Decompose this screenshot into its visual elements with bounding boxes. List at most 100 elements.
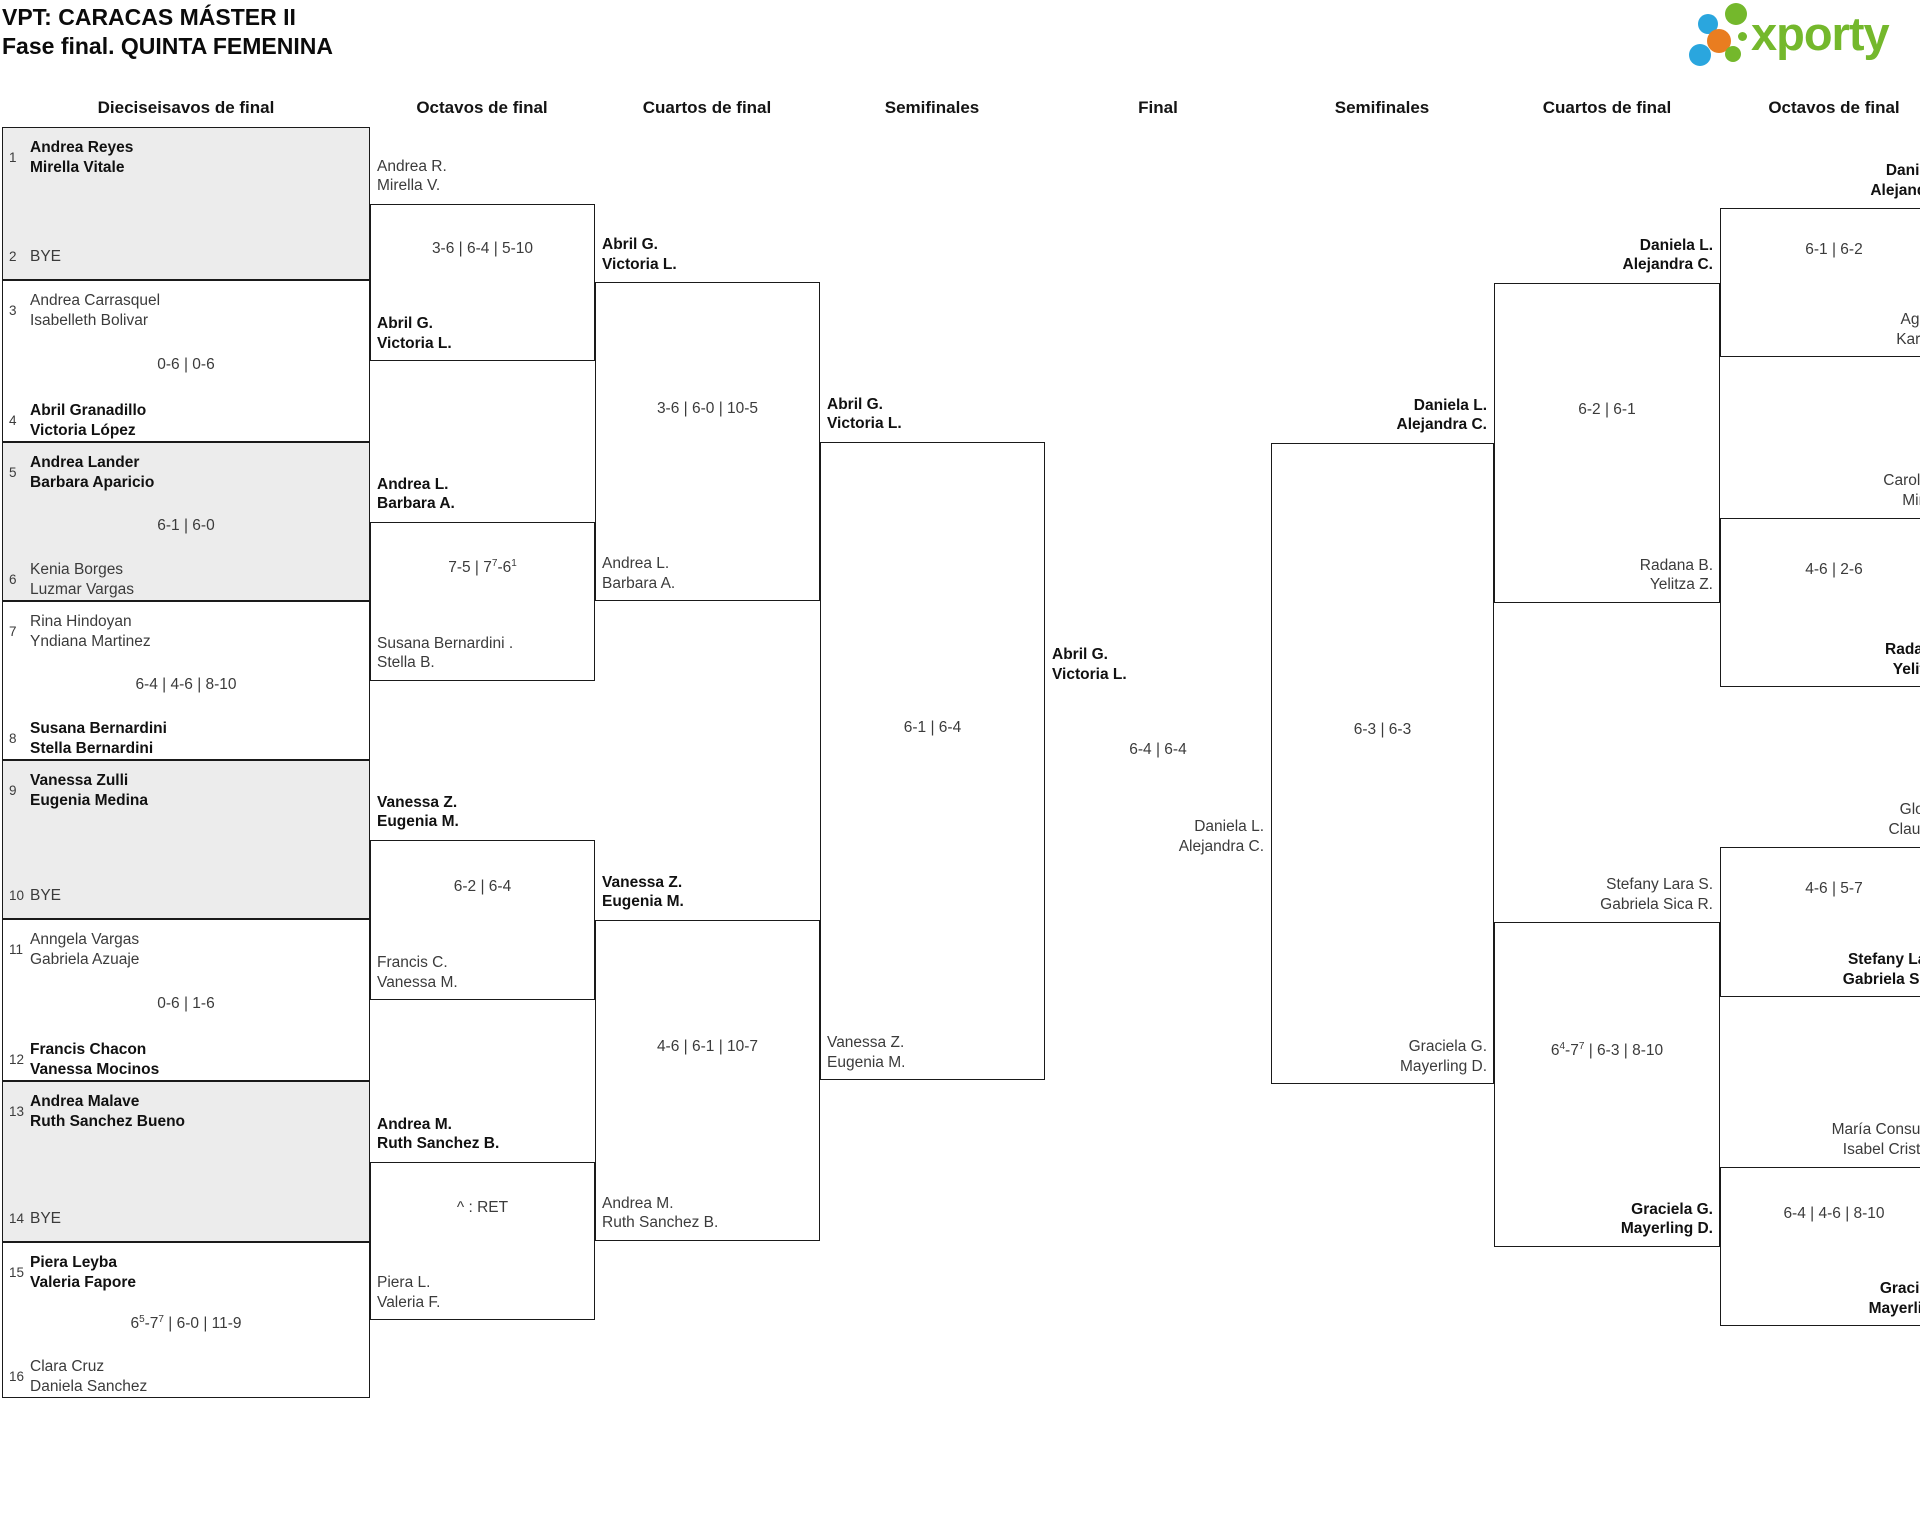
- octavos-left-match-box: [370, 521, 595, 681]
- team-label: Radana B.Yelitza Z.: [1639, 556, 1713, 594]
- team-name: BYE: [30, 887, 62, 904]
- team-label: Francis C.Vanessa M.: [377, 954, 458, 991]
- match-score: 3-6 | 6-4 | 5-10: [431, 240, 534, 258]
- r16-match-box: [2, 280, 370, 442]
- logo-dot-blue-upper: [1698, 14, 1718, 34]
- team-label: Daniela L.Alejandra C.: [1178, 818, 1264, 855]
- team-label: Andrea M.Ruth Sanchez B.: [602, 1194, 719, 1232]
- match-score: 7-5 | 77-61: [448, 557, 517, 576]
- seed-number: 2: [9, 249, 17, 265]
- team-label: Piera L.Valeria F.: [377, 1274, 441, 1311]
- match-score: 6-3 | 6-3: [1353, 721, 1412, 739]
- team-label: Andrea L.Barbara A.: [602, 555, 676, 592]
- team-label: María ConsueloIsabel Cristina: [1831, 1121, 1920, 1158]
- logo-dot-green-small: [1725, 46, 1741, 62]
- round-header-dieciseisavos: Dieciseisavos de final: [97, 98, 275, 117]
- team-label: CarolinaMiren: [1883, 472, 1920, 509]
- match-score: 4-6 | 5-7: [1805, 880, 1863, 897]
- match-score: 0-6 | 1-6: [157, 995, 215, 1012]
- team-label: Abril G.Victoria L.: [827, 395, 902, 433]
- cuartos-left-match-box: [595, 919, 820, 1241]
- team-label: RadanaYelitza: [1885, 641, 1920, 678]
- match-score: ^ : RET: [456, 1198, 509, 1216]
- r16-team-row: 10 BYE: [9, 886, 61, 906]
- team-label: Abril G.Victoria L.: [602, 236, 677, 273]
- xporty-logo: xporty: [1685, 0, 1920, 78]
- team-label: Vanessa Z.Eugenia M.: [602, 873, 684, 911]
- seed-number: 4: [9, 413, 17, 428]
- round-header-final: Final: [1138, 98, 1178, 117]
- match-score: 6-1 | 6-2: [1805, 240, 1863, 258]
- seed-number: 10: [9, 888, 25, 904]
- octavos-left-match-box: [370, 203, 595, 361]
- octavos-right-match-box: [1720, 847, 1920, 997]
- team-label: Stefany Lara S.Gabriela Sica R.: [1600, 876, 1713, 913]
- team-label: Andrea M.Ruth Sanchez B.: [377, 1115, 500, 1153]
- seed-number: 6: [9, 572, 17, 587]
- match-score: 6-1 | 6-4: [903, 718, 962, 736]
- round-header-cuartos-right: Cuartos de final: [1542, 98, 1672, 117]
- round-header-semis-left: Semifinales: [884, 98, 980, 117]
- round-header-semis-right: Semifinales: [1334, 98, 1430, 117]
- match-score: 0-6 | 0-6: [157, 356, 215, 373]
- seed-number: 16: [9, 1369, 25, 1384]
- cuartos-right-match-box: [1494, 922, 1720, 1247]
- match-score: 4-6 | 2-6: [1805, 560, 1863, 578]
- team-label: Daniela L.Alejandra C.: [1622, 236, 1713, 274]
- team-label: Daniela L.Alejandra C.: [1396, 396, 1487, 434]
- team-label: Graciela G.Mayerling D.: [1400, 1038, 1487, 1075]
- team-label: Susana Bernardini .Stella B.: [377, 634, 514, 672]
- team-label: Vanessa Z.Eugenia M.: [827, 1034, 906, 1071]
- r16-match-box: [2, 442, 370, 601]
- match-score: 3-6 | 6-0 | 10-5: [656, 399, 759, 417]
- match-score: 6-1 | 6-0: [157, 516, 215, 534]
- r16-match-box: [2, 1242, 370, 1398]
- match-score: 6-2 | 6-1: [1578, 400, 1636, 418]
- r16-match-box: [2, 1081, 370, 1242]
- logo-dot-green-tiny: [1738, 32, 1747, 41]
- team-label: GloriaClaudia: [1888, 801, 1920, 838]
- seed-number: 15: [9, 1265, 25, 1280]
- seed-number: 8: [9, 731, 17, 746]
- logo-dot-blue-lower: [1689, 44, 1711, 66]
- match-score: 64-77 | 6-3 | 8-10: [1550, 1041, 1664, 1060]
- semifinal-left-box: [820, 441, 1045, 1081]
- octavos-left-match-box: [370, 1161, 595, 1320]
- match-score: 6-4 | 4-6 | 8-10: [135, 675, 237, 693]
- team-label: Graciela G.Mayerling D.: [1620, 1200, 1713, 1238]
- seed-number: 11: [9, 942, 24, 957]
- seed-number: 1: [9, 150, 17, 165]
- team-label: Vanessa Z.Eugenia M.: [377, 793, 459, 831]
- round-header-cuartos-left: Cuartos de final: [642, 98, 772, 117]
- octavos-left-match-box: [370, 839, 595, 1000]
- seed-number: 14: [9, 1211, 25, 1227]
- r16-match-box: [2, 127, 370, 280]
- team-label: Andrea L.Barbara A.: [377, 475, 455, 513]
